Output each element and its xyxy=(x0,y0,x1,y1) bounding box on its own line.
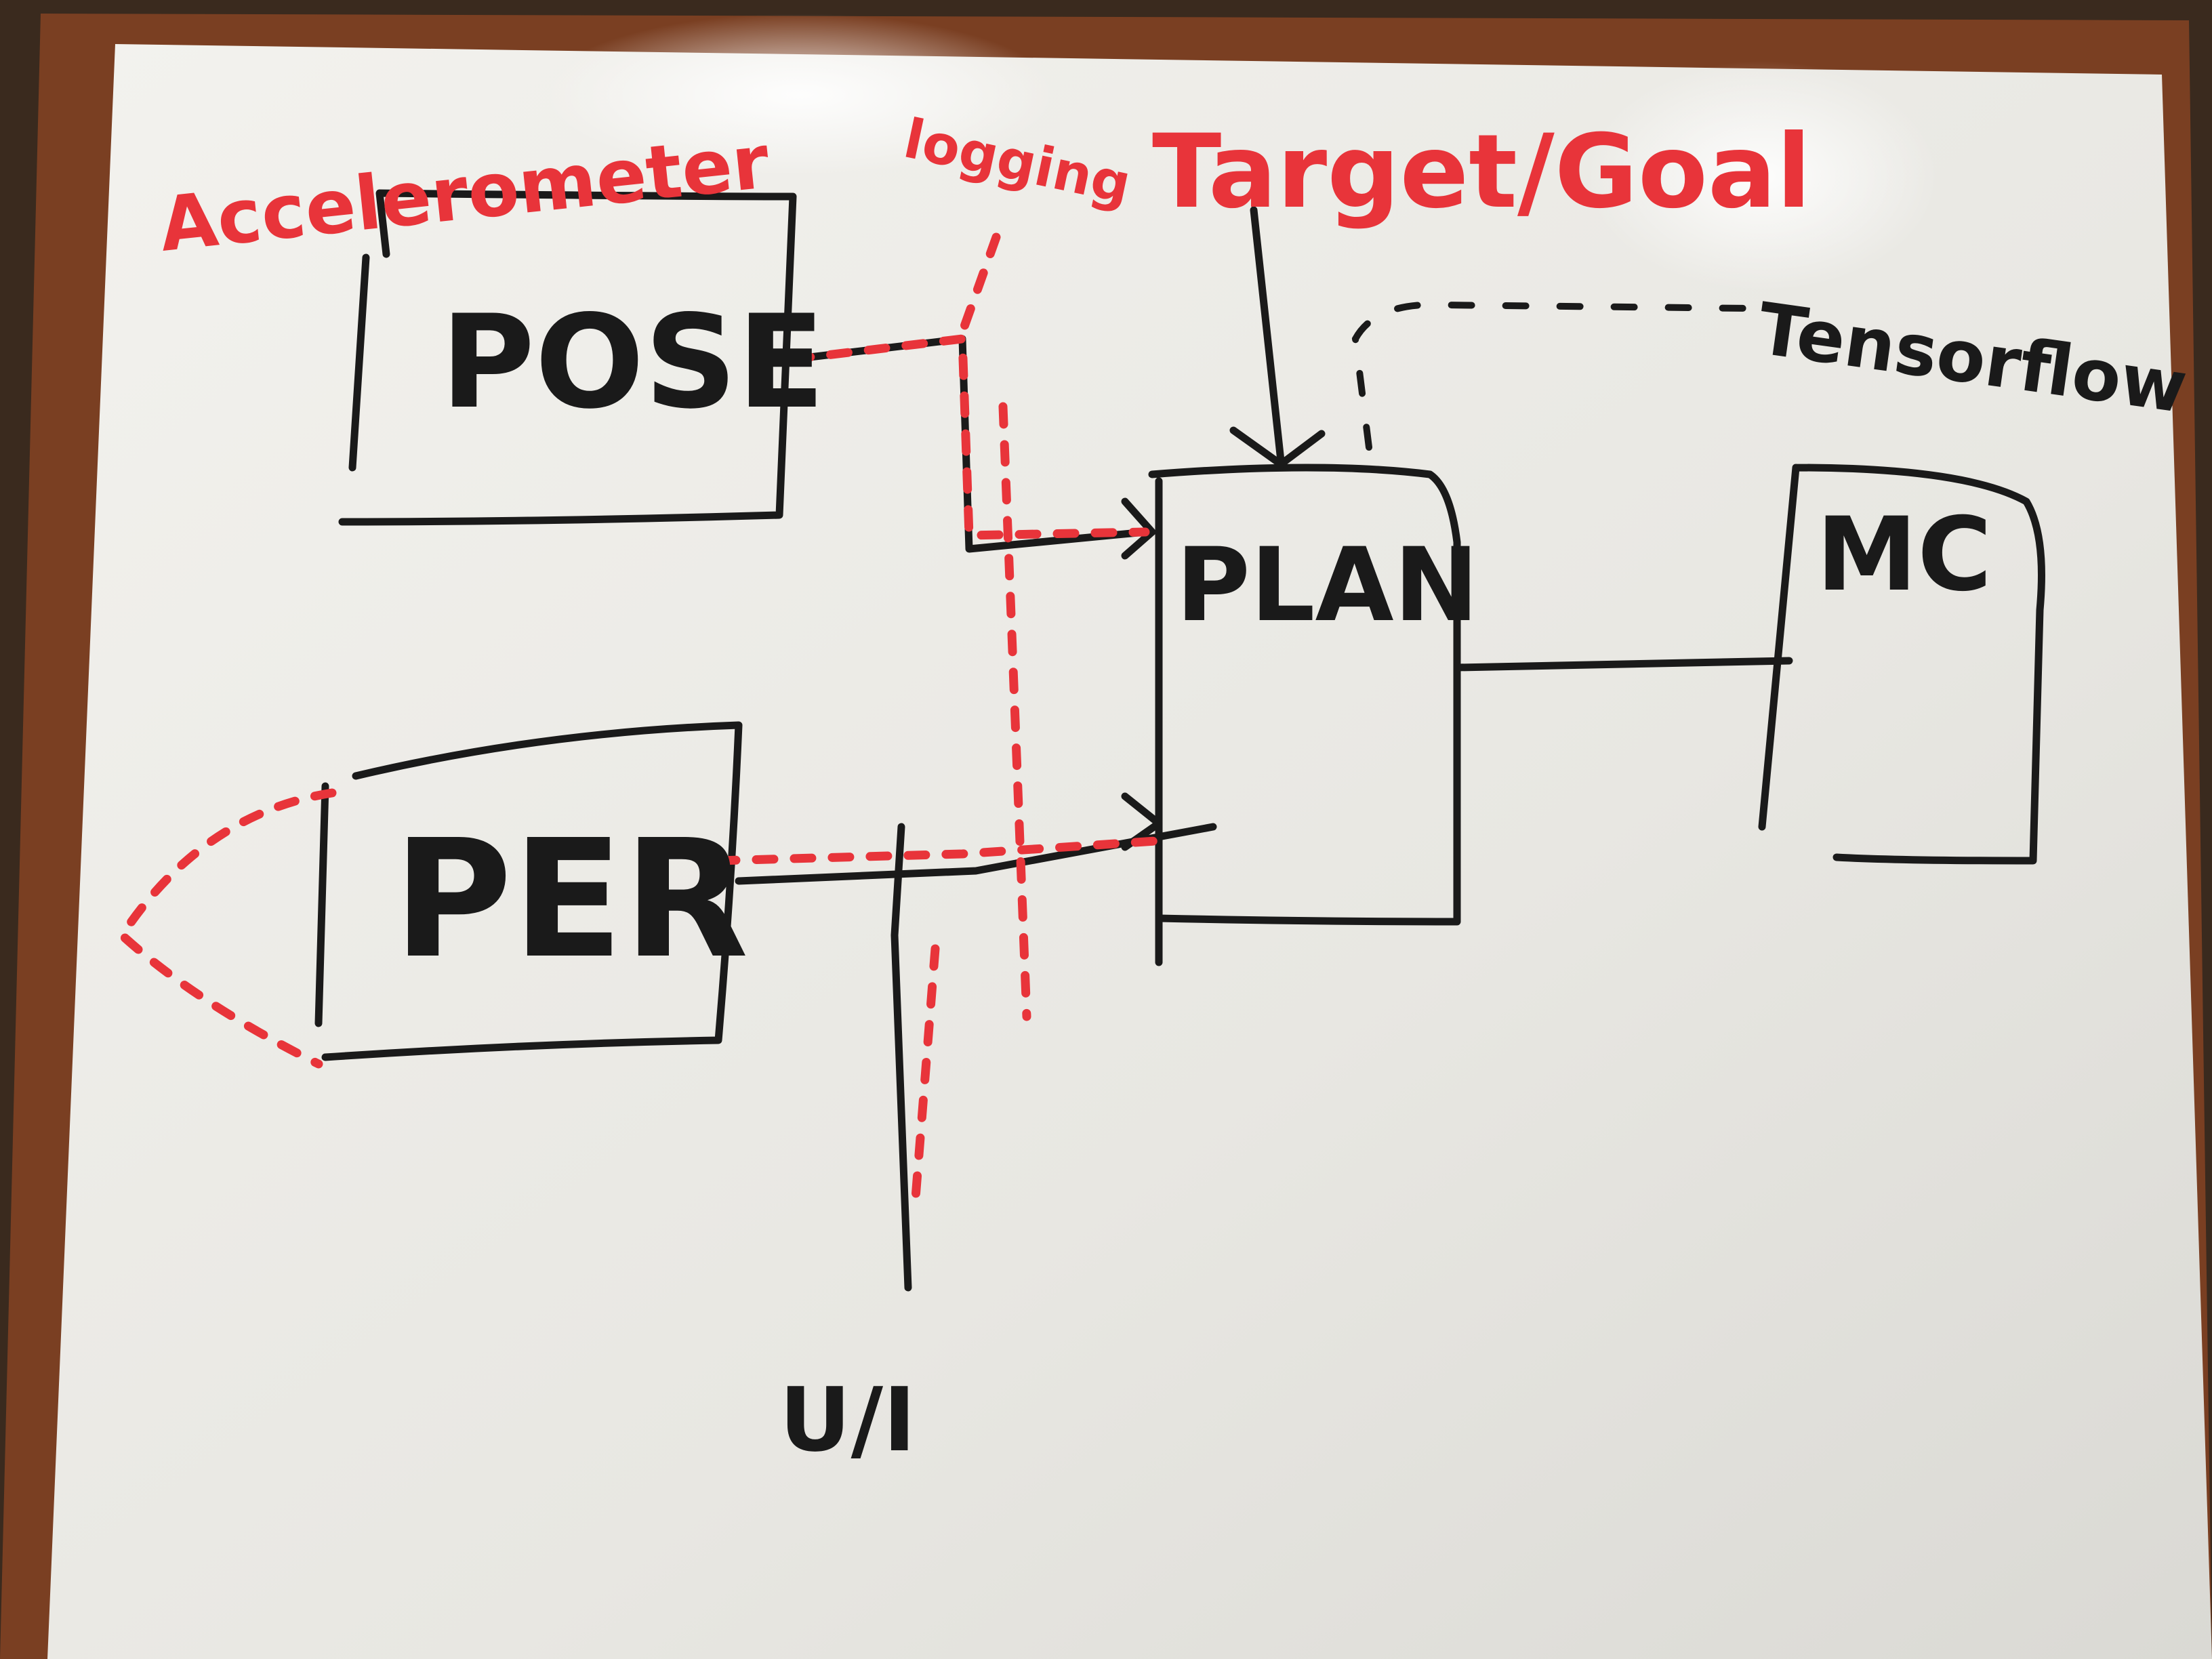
mc-label: MC xyxy=(1816,496,1992,614)
pose-box xyxy=(338,189,797,526)
arrow-head xyxy=(1121,497,1156,560)
mc-box xyxy=(1758,464,2045,865)
red-per-loop xyxy=(116,788,337,1069)
plan-to-mc-line xyxy=(1453,657,1793,672)
light-glare xyxy=(542,14,1057,176)
plan-label: PLAN xyxy=(1176,527,1479,644)
light-glare xyxy=(1586,61,1938,291)
target-arrow-line xyxy=(1229,206,1326,468)
pose-label: POSE xyxy=(441,287,825,437)
tensorflow-dashed-line xyxy=(1351,301,1752,451)
red-vertical-link xyxy=(998,402,1031,1021)
per-label: PER xyxy=(393,804,749,994)
ui-line xyxy=(890,823,912,1292)
ui-label: U/I xyxy=(779,1368,916,1471)
red-logging-drop xyxy=(958,232,1001,337)
red-pose-link xyxy=(788,333,1150,540)
per-box xyxy=(314,721,743,1061)
board-surface xyxy=(47,44,2212,1659)
target-goal-label: Target/Goal xyxy=(1152,113,1811,231)
red-per-link xyxy=(714,836,1170,865)
red-ui-link xyxy=(910,944,940,1211)
plan-box xyxy=(1148,464,1461,966)
